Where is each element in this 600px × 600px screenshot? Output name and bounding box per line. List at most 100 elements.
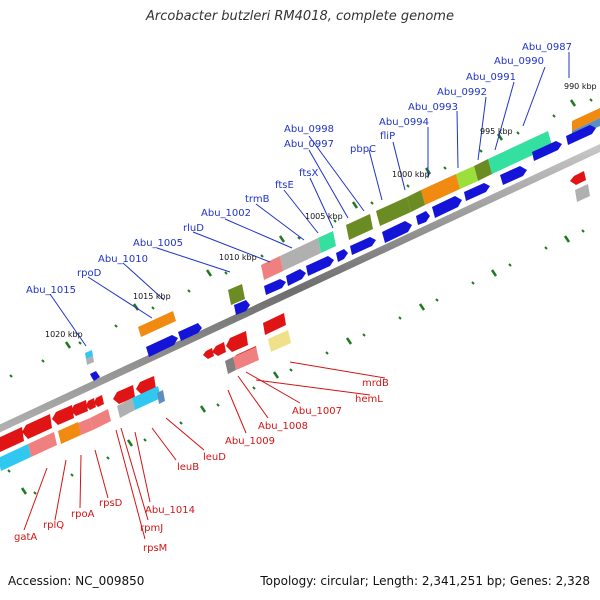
gene-label: rpsM (143, 543, 167, 554)
cog-box (0, 444, 31, 471)
cog-box (407, 190, 425, 212)
cog-box (318, 231, 336, 253)
kbp-label: 1010 kbp (219, 253, 257, 262)
reverse-cog-track (0, 184, 590, 471)
gene-label: Abu_1005 (133, 238, 183, 249)
gene-label: Abu_0994 (379, 117, 429, 128)
kbp-label: 1000 kbp (392, 170, 430, 179)
cog-box (85, 350, 93, 359)
cog-box (28, 432, 57, 457)
cog-box (488, 131, 552, 174)
cog-box (78, 418, 93, 435)
cog-box (280, 238, 321, 271)
reverse-gene (212, 342, 226, 356)
gene-label: hemL (355, 394, 383, 405)
forward-gene (306, 256, 334, 276)
gene-label: rpoA (71, 509, 95, 520)
gene-label: Abu_1009 (225, 436, 275, 447)
forward-label-leaders (49, 52, 570, 347)
forward-gene (234, 300, 250, 315)
gene-label: Abu_0991 (466, 72, 516, 83)
reverse-gene (86, 398, 96, 410)
gene-label: ftsX (299, 168, 318, 179)
forward-gene (90, 371, 100, 381)
forward-gene (178, 323, 202, 341)
gene-label: Abu_1007 (292, 406, 342, 417)
reverse-gene (71, 400, 88, 416)
gene-label: Abu_0998 (284, 124, 334, 135)
forward-cog-track (85, 108, 600, 365)
gene-label: Abu_0997 (284, 139, 334, 150)
forward-gene (146, 335, 178, 357)
gene-label: rplQ (43, 520, 64, 531)
kbp-label: 1015 kbp (133, 292, 171, 301)
reverse-gene (570, 171, 586, 185)
cog-box (376, 197, 411, 226)
cog-box (58, 422, 81, 444)
cog-box (157, 390, 165, 404)
map-title: Arcobacter butzleri RM4018, complete gen… (146, 9, 454, 24)
genome-summary-text: Topology: circular; Length: 2,341,251 bp… (260, 574, 590, 588)
forward-gene-track (90, 125, 596, 381)
forward-gene (416, 211, 430, 225)
cog-box (572, 108, 600, 131)
gene-label: ftsE (275, 180, 294, 191)
reverse-gene (226, 331, 248, 352)
forward-gene (350, 237, 376, 255)
cog-box (117, 398, 135, 418)
gene-label: mrdB (362, 378, 389, 389)
reverse-gene (113, 385, 135, 404)
reverse-gene (22, 414, 52, 439)
kbp-label: 995 kbp (480, 127, 513, 136)
accession-text: Accession: NC_009850 (8, 574, 145, 588)
forward-gene-labels: Abu_0987 Abu_0990 Abu_0991 Abu_0992 Abu_… (26, 42, 572, 296)
gene-label: rpmJ (140, 523, 163, 534)
forward-gene (432, 196, 462, 218)
gene-label: Abu_0987 (522, 42, 572, 53)
gene-label: Abu_1002 (201, 208, 251, 219)
forward-gene (336, 249, 348, 262)
gene-label: gatA (14, 532, 37, 543)
cog-box (90, 409, 111, 430)
cog-box (421, 174, 460, 205)
forward-gene (264, 279, 286, 295)
kbp-label: 990 kbp (564, 82, 597, 91)
cog-box (138, 311, 176, 337)
gene-label: Abu_0993 (408, 102, 458, 113)
gene-label: fliP (380, 131, 395, 142)
reverse-tick-ring (7, 229, 585, 495)
reverse-label-leaders (23, 361, 386, 540)
gene-label: leuB (177, 462, 199, 473)
cog-box (86, 356, 94, 365)
reverse-gene (52, 405, 74, 425)
reverse-gene (0, 427, 24, 452)
forward-gene (286, 269, 306, 286)
forward-gene (464, 183, 490, 201)
cog-box (261, 256, 283, 280)
kbp-labels: 990 kbp 995 kbp 1000 kbp 1005 kbp 1010 k… (45, 82, 597, 339)
gene-label: trmB (245, 194, 270, 205)
cog-box (228, 284, 245, 305)
genome-backbone (0, 144, 600, 433)
cog-box (132, 386, 161, 410)
cog-box (225, 357, 236, 374)
gene-label: Abu_1010 (98, 254, 148, 265)
gene-label: rpoD (77, 268, 102, 279)
gene-label: Abu_0992 (437, 87, 487, 98)
forward-gene (382, 221, 412, 243)
cog-box (456, 166, 478, 189)
reverse-gene (94, 395, 104, 407)
reverse-gene (203, 348, 214, 359)
cog-box (233, 347, 259, 370)
cog-box (268, 330, 291, 352)
kbp-label: 1005 kbp (305, 212, 343, 221)
reverse-major-ticks (20, 235, 571, 495)
cog-box (474, 159, 492, 181)
gene-label: Abu_1015 (26, 285, 76, 296)
forward-gene (500, 166, 527, 185)
forward-major-ticks (64, 99, 577, 349)
cog-box (575, 184, 590, 202)
gene-label: leuD (203, 452, 226, 463)
reverse-gene (263, 313, 286, 335)
